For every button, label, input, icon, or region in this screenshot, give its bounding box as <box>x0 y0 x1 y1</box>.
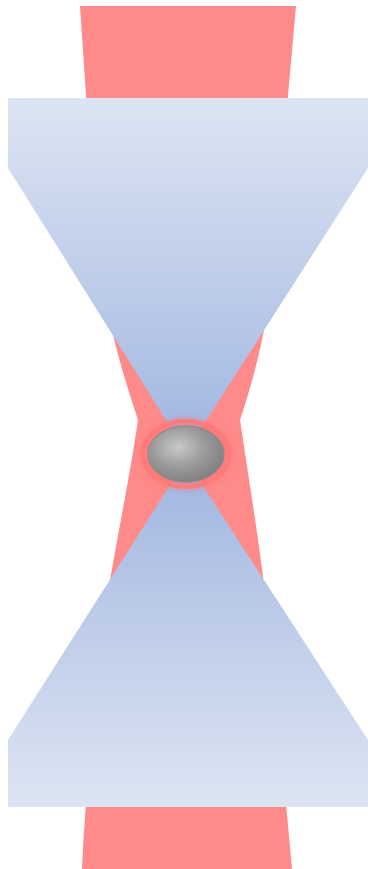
upper-light-cone <box>8 98 368 452</box>
trapped-particle <box>148 426 224 482</box>
lower-light-cone <box>8 460 368 807</box>
